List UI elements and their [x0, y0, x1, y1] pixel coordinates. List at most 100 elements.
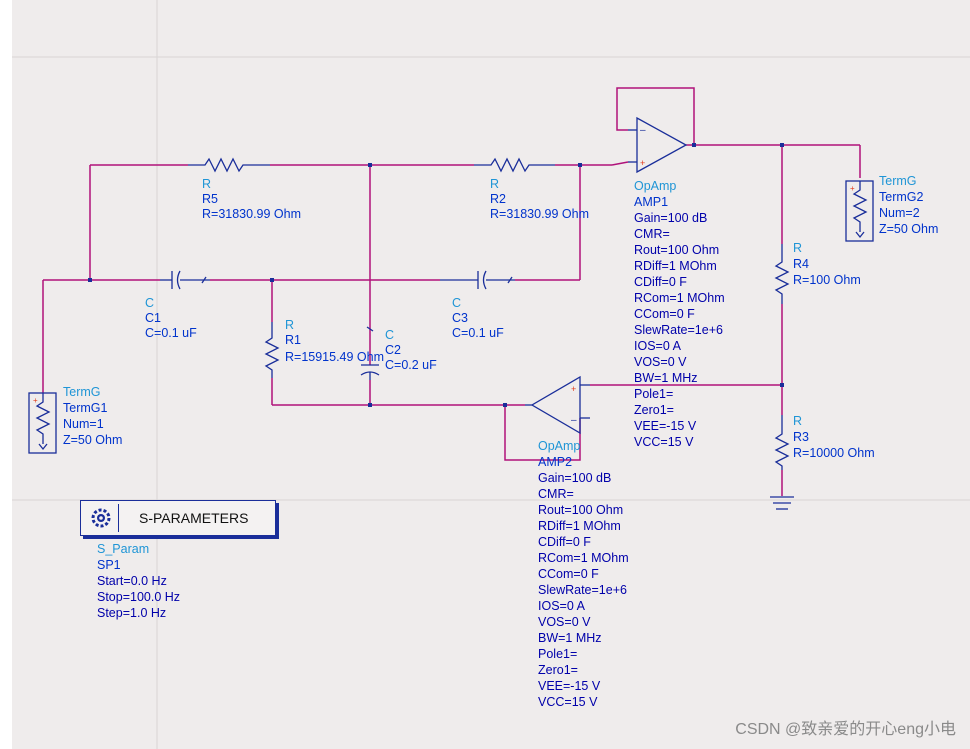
- amp1-param[interactable]: VOS=0 V: [634, 355, 687, 369]
- s-parameters-title: S-PARAMETERS: [139, 510, 249, 526]
- r4-type-label: R: [793, 241, 803, 255]
- resistor-r3: [774, 415, 790, 470]
- amp2-param-block[interactable]: OpAmp AMP2 Gain=100 dB CMR= Rout=100 Ohm…: [538, 438, 629, 710]
- amp1-param[interactable]: Zero1=: [634, 403, 674, 417]
- c2-name-label[interactable]: C2: [385, 343, 401, 357]
- amp1-param[interactable]: IOS=0 A: [634, 339, 681, 353]
- svg-text:+: +: [33, 396, 38, 405]
- r5-value-label[interactable]: R=31830.99 Ohm: [202, 207, 302, 221]
- capacitor-c1: [160, 270, 210, 290]
- svg-text:+: +: [571, 384, 576, 394]
- amp1-param[interactable]: Rout=100 Ohm: [634, 243, 720, 257]
- watermark: CSDN @致亲爱的开心eng小电: [735, 721, 956, 738]
- amp1-name-label[interactable]: AMP1: [634, 195, 669, 209]
- amp1-param[interactable]: Gain=100 dB: [634, 211, 708, 225]
- amp2-param[interactable]: Rout=100 Ohm: [538, 503, 624, 517]
- termg1-num-label[interactable]: Num=1: [63, 417, 104, 431]
- r2-name-label[interactable]: R2: [490, 192, 506, 206]
- amp2-param[interactable]: CDiff=0 F: [538, 535, 591, 549]
- c2-type-label: C: [385, 328, 395, 342]
- svg-text:+: +: [640, 158, 645, 168]
- c2-value-label[interactable]: C=0.2 uF: [385, 358, 437, 372]
- simulation-gear-icon: [84, 504, 119, 532]
- c3-type-label: C: [452, 296, 462, 310]
- opamp-amp2-symbol: [525, 375, 590, 435]
- amp2-param[interactable]: Zero1=: [538, 663, 578, 677]
- r5-type-label: R: [202, 177, 212, 191]
- amp2-param[interactable]: RCom=1 MOhm: [538, 551, 629, 565]
- junction-dots: [88, 143, 784, 407]
- resistor-r4: [774, 244, 790, 304]
- c1-name-label[interactable]: C1: [145, 311, 161, 325]
- termg2-symbol: [845, 180, 874, 242]
- c3-name-label[interactable]: C3: [452, 311, 468, 325]
- amp1-param[interactable]: SlewRate=1e+6: [634, 323, 723, 337]
- r2-value-label[interactable]: R=31830.99 Ohm: [490, 207, 590, 221]
- amp2-param[interactable]: Pole1=: [538, 647, 578, 661]
- amp2-param[interactable]: VCC=15 V: [538, 695, 598, 709]
- amp2-type-label: OpAmp: [538, 439, 581, 453]
- termg1-name-label[interactable]: TermG1: [63, 401, 108, 415]
- s-parameters-controller[interactable]: S-PARAMETERS: [80, 500, 276, 536]
- sparam-name-label[interactable]: SP1: [97, 558, 121, 572]
- r2-type-label: R: [490, 177, 500, 191]
- amp2-param[interactable]: CMR=: [538, 487, 574, 501]
- sparam-param[interactable]: Step=1.0 Hz: [97, 606, 167, 620]
- r1-name-label[interactable]: R1: [285, 333, 301, 347]
- amp1-param[interactable]: CDiff=0 F: [634, 275, 687, 289]
- termg1-z-label[interactable]: Z=50 Ohm: [63, 433, 123, 447]
- termg2-z-label[interactable]: Z=50 Ohm: [879, 222, 939, 236]
- schematic-wires: + + – + + –: [12, 0, 970, 749]
- schematic-canvas[interactable]: + + – + + –: [12, 0, 970, 749]
- amp2-param[interactable]: VOS=0 V: [538, 615, 591, 629]
- amp2-param[interactable]: CCom=0 F: [538, 567, 599, 581]
- ground-symbol: [770, 496, 794, 510]
- amp1-param[interactable]: VEE=-15 V: [634, 419, 697, 433]
- termg2-name-label[interactable]: TermG2: [879, 190, 924, 204]
- svg-text:–: –: [640, 125, 646, 136]
- wire-group: [42, 87, 861, 496]
- amp2-param[interactable]: IOS=0 A: [538, 599, 585, 613]
- amp1-param[interactable]: RCom=1 MOhm: [634, 291, 725, 305]
- r5-name-label[interactable]: R5: [202, 192, 218, 206]
- c3-value-label[interactable]: C=0.1 uF: [452, 326, 504, 340]
- amp1-type-label: OpAmp: [634, 179, 677, 193]
- amp2-param[interactable]: SlewRate=1e+6: [538, 583, 627, 597]
- termg2-num-label[interactable]: Num=2: [879, 206, 920, 220]
- resistor-r5: [188, 157, 270, 173]
- amp1-param[interactable]: BW=1 MHz: [634, 371, 698, 385]
- amp1-param[interactable]: CMR=: [634, 227, 670, 241]
- termg1-symbol: [28, 392, 57, 454]
- amp2-param[interactable]: RDiff=1 MOhm: [538, 519, 621, 533]
- svg-text:–: –: [571, 415, 577, 426]
- amp2-param[interactable]: BW=1 MHz: [538, 631, 602, 645]
- amp1-param[interactable]: Pole1=: [634, 387, 674, 401]
- amp2-param[interactable]: VEE=-15 V: [538, 679, 601, 693]
- termg1-type-label: TermG: [63, 385, 101, 399]
- amp1-param[interactable]: CCom=0 F: [634, 307, 695, 321]
- amp1-param[interactable]: VCC=15 V: [634, 435, 694, 449]
- resistor-r1: [264, 322, 280, 378]
- sparam-param-block[interactable]: S_Param SP1 Start=0.0 Hz Stop=100.0 Hz S…: [97, 541, 180, 621]
- r4-value-label[interactable]: R=100 Ohm: [793, 273, 861, 287]
- amp2-param[interactable]: Gain=100 dB: [538, 471, 612, 485]
- resistor-r2: [474, 157, 555, 173]
- sparam-param[interactable]: Stop=100.0 Hz: [97, 590, 181, 604]
- amp1-param-block[interactable]: OpAmp AMP1 Gain=100 dB CMR= Rout=100 Ohm…: [634, 178, 725, 450]
- capacitor-c3: [440, 270, 515, 290]
- sparam-type-label: S_Param: [97, 542, 150, 556]
- c1-type-label: C: [145, 296, 155, 310]
- termg2-type-label: TermG: [879, 174, 917, 188]
- r3-value-label[interactable]: R=10000 Ohm: [793, 446, 875, 460]
- sparam-param[interactable]: Start=0.0 Hz: [97, 574, 167, 588]
- r1-value-label[interactable]: R=15915.49 Ohm: [285, 350, 385, 364]
- amp1-param[interactable]: RDiff=1 MOhm: [634, 259, 717, 273]
- r3-name-label[interactable]: R3: [793, 430, 809, 444]
- capacitor-c2: [360, 326, 380, 380]
- r3-type-label: R: [793, 414, 803, 428]
- c1-value-label[interactable]: C=0.1 uF: [145, 326, 197, 340]
- svg-text:+: +: [850, 184, 855, 193]
- r1-type-label: R: [285, 318, 295, 332]
- amp2-name-label[interactable]: AMP2: [538, 455, 573, 469]
- r4-name-label[interactable]: R4: [793, 257, 809, 271]
